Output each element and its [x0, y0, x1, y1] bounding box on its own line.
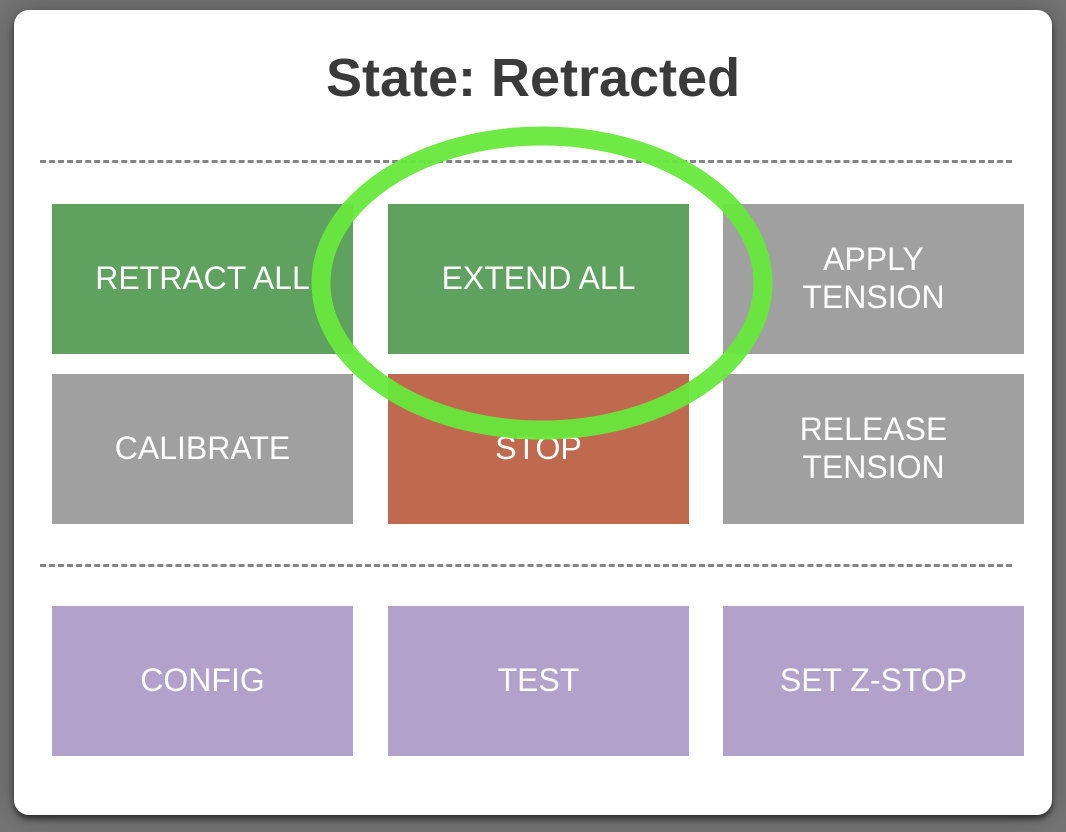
- divider-bottom: [40, 564, 1012, 567]
- set-z-stop-button[interactable]: SET Z-STOP: [723, 606, 1024, 756]
- retract-all-button[interactable]: RETRACT ALL: [52, 204, 353, 354]
- calibrate-button[interactable]: CALIBRATE: [52, 374, 353, 524]
- release-tension-button[interactable]: RELEASE TENSION: [723, 374, 1024, 524]
- state-title: State: Retracted: [325, 48, 741, 108]
- stop-button[interactable]: STOP: [388, 374, 689, 524]
- test-button[interactable]: TEST: [388, 606, 689, 756]
- control-panel-card: State: Retracted RETRACT ALL EXTEND ALL …: [14, 10, 1052, 815]
- apply-tension-button[interactable]: APPLY TENSION: [723, 204, 1024, 354]
- divider-top: [40, 160, 1012, 163]
- extend-all-button[interactable]: EXTEND ALL: [388, 204, 689, 354]
- config-button[interactable]: CONFIG: [52, 606, 353, 756]
